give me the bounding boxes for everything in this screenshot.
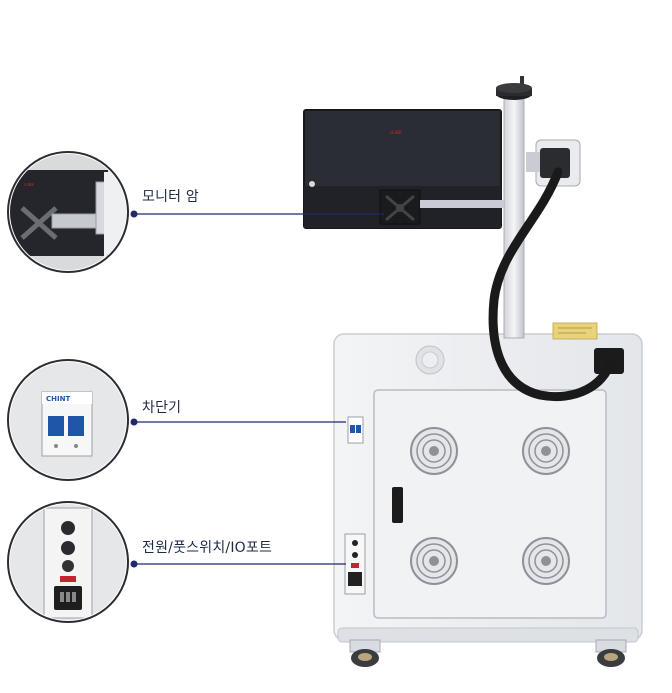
fiber-cable [488, 167, 615, 401]
cooling-fan-2 [522, 427, 570, 475]
callout-label-power-io: 전원/풋스위치/IO포트 [142, 540, 273, 556]
lift-handwheel[interactable] [496, 76, 532, 100]
door-handle[interactable] [392, 487, 403, 523]
cabinet-breaker[interactable] [347, 416, 364, 444]
warning-label [552, 322, 598, 340]
callout-label-breaker: 차단기 [142, 400, 182, 416]
laser-marking-machine: ᴜᴊᴇᴇ [303, 76, 643, 667]
svg-text:ᴜᴊᴇᴇ: ᴜᴊᴇᴇ [24, 182, 34, 188]
monitor: ᴜᴊᴇᴇ [303, 109, 504, 229]
caster-wheel-right [595, 639, 627, 667]
callout-monitor-arm: ᴜᴊᴇᴇ [7, 151, 384, 273]
callout-power-io [7, 501, 346, 623]
cabinet-base [337, 627, 639, 643]
breaker-brand: CHINT [46, 395, 70, 403]
caster-wheel-left [349, 639, 381, 667]
svg-text:ᴜᴊᴇᴇ: ᴜᴊᴇᴇ [390, 129, 402, 136]
cooling-fan-1 [410, 427, 458, 475]
cabinet-door [373, 389, 607, 619]
laser-head [526, 139, 581, 187]
lift-column [503, 97, 525, 339]
callout-breaker: CHINT [7, 359, 346, 481]
cooling-fan-4 [522, 537, 570, 585]
callout-label-monitor-arm: 모니터 암 [142, 189, 199, 205]
cabinet-power-panel [344, 533, 366, 595]
cooling-fan-3 [410, 537, 458, 585]
